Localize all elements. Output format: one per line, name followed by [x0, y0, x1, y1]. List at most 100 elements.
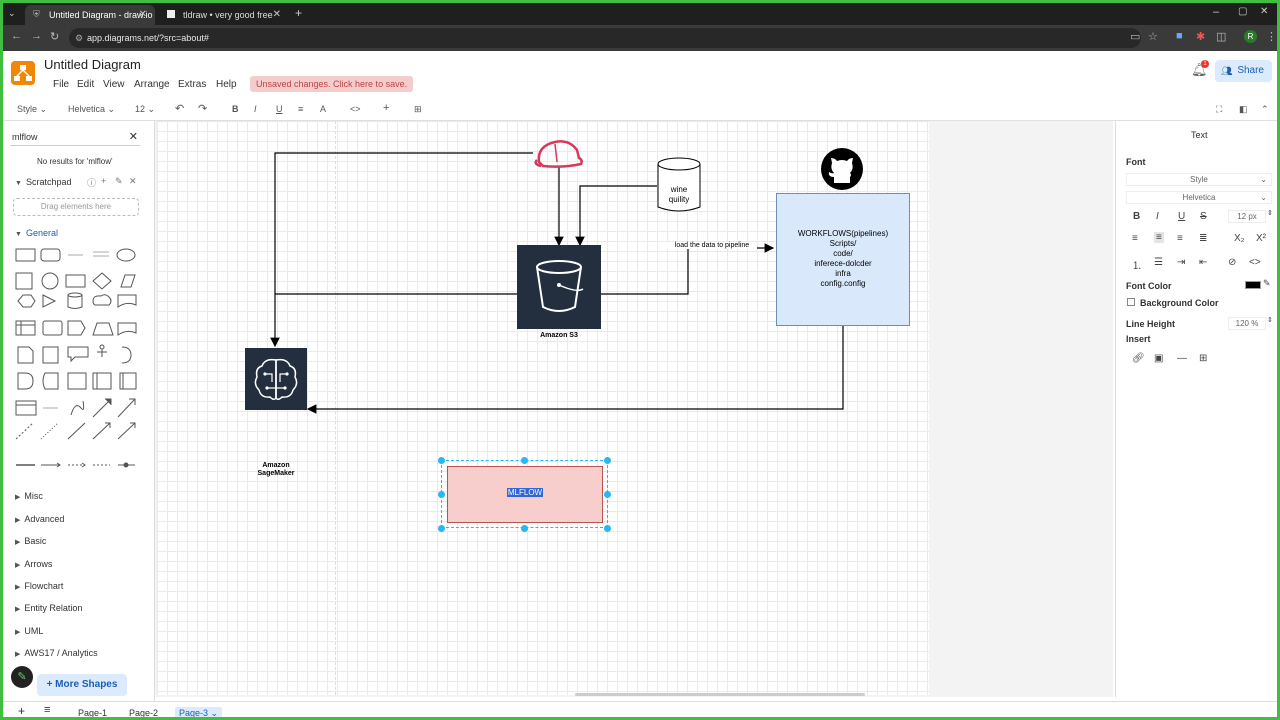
strikethrough-icon[interactable]: S	[1200, 211, 1207, 222]
page-tab-1[interactable]: Page-1	[78, 708, 108, 718]
add-icon[interactable]: +	[101, 176, 107, 186]
drawio-logo-icon[interactable]	[11, 61, 35, 85]
redo-icon[interactable]: ↷	[198, 103, 208, 115]
html-code-icon[interactable]: <>	[1249, 257, 1261, 268]
bold-icon[interactable]: B	[1133, 211, 1141, 222]
section-arrows[interactable]: ▶Arrows	[15, 559, 53, 569]
resize-handle[interactable]	[438, 491, 445, 498]
edit-pencil-icon[interactable]: ✎	[11, 666, 33, 688]
outdent-icon[interactable]: ⇤	[1199, 257, 1208, 268]
resize-handle[interactable]	[604, 525, 611, 532]
red-hat-icon[interactable]	[533, 136, 587, 170]
menu-edit[interactable]: Edit	[77, 79, 95, 90]
window-close-icon[interactable]: ✕	[1260, 6, 1269, 17]
scratchpad-header[interactable]: ▼Scratchpad	[15, 177, 72, 187]
minimize-icon[interactable]: –	[1213, 6, 1220, 18]
shape-search-input[interactable]: mlflow ✕	[10, 128, 140, 146]
background-color-checkbox[interactable]	[1127, 298, 1135, 306]
clear-format-icon[interactable]: ⊘	[1228, 257, 1237, 268]
align-icon[interactable]: ≡	[298, 104, 304, 114]
amazon-sagemaker-node[interactable]	[245, 348, 307, 410]
scratchpad-drop-area[interactable]: Drag elements here	[13, 198, 139, 216]
wine-quality-database[interactable]	[657, 157, 701, 215]
extension-icon[interactable]: ■	[1176, 30, 1183, 42]
insert-plus-icon[interactable]: +	[383, 102, 390, 114]
general-header[interactable]: ▼General	[15, 228, 58, 238]
format-panel-icon[interactable]: ◧	[1239, 104, 1248, 114]
edit-icon[interactable]: ✎	[115, 176, 123, 186]
bullet-list-icon[interactable]: ☰	[1154, 257, 1163, 268]
general-shape-palette[interactable]	[13, 243, 143, 473]
section-misc[interactable]: ▶Misc	[15, 491, 43, 501]
resize-handle[interactable]	[521, 525, 528, 532]
link-icon[interactable]: 🔗︎	[1132, 353, 1145, 364]
stepper-icon[interactable]: ⇕	[1267, 317, 1273, 324]
subscript-icon[interactable]: X₂	[1234, 233, 1245, 244]
stepper-icon[interactable]: ⇕	[1267, 210, 1273, 217]
table-icon[interactable]: ⊞	[414, 104, 422, 114]
share-button[interactable]: 👥︎ Share	[1215, 60, 1272, 82]
font-dropdown[interactable]: Helvetica ⌄	[68, 104, 116, 114]
numbered-list-icon[interactable]: ⒈	[1132, 261, 1142, 272]
menu-file[interactable]: File	[53, 79, 70, 90]
menu-extras[interactable]: Extras	[178, 79, 207, 90]
eyedropper-icon[interactable]: ✎	[1263, 278, 1271, 288]
section-basic[interactable]: ▶Basic	[15, 536, 47, 546]
canvas-area[interactable]: wine quility Amazon S3 WORKFLOWS(pipelin…	[155, 121, 1113, 697]
style-select[interactable]: Style⌄	[1126, 173, 1272, 186]
align-right-icon[interactable]: ≡	[1177, 233, 1183, 244]
html-code-icon[interactable]: <>	[350, 104, 361, 114]
section-advanced[interactable]: ▶Advanced	[15, 514, 65, 524]
resize-handle[interactable]	[438, 457, 445, 464]
resize-handle[interactable]	[438, 525, 445, 532]
indent-icon[interactable]: ⇥	[1177, 257, 1186, 268]
amazon-s3-node[interactable]	[517, 245, 601, 329]
align-left-icon[interactable]: ≡	[1132, 233, 1138, 244]
site-info-icon[interactable]: ⚙	[75, 33, 84, 43]
resize-handle[interactable]	[604, 457, 611, 464]
close-icon[interactable]: ✕	[129, 176, 137, 186]
font-family-select[interactable]: Helvetica⌄	[1126, 191, 1272, 204]
image-icon[interactable]: ▣	[1154, 353, 1164, 364]
extensions-puzzle-icon[interactable]: ◫	[1216, 31, 1227, 43]
section-uml[interactable]: ▶UML	[15, 626, 44, 636]
font-color-swatch[interactable]	[1245, 281, 1261, 289]
italic-icon[interactable]: I	[254, 104, 257, 114]
section-aws-analytics[interactable]: ▶AWS17 / Analytics	[15, 648, 98, 658]
extension-icon[interactable]: ✱	[1196, 31, 1206, 43]
fullscreen-icon[interactable]: ⛶	[1216, 104, 1223, 114]
add-page-icon[interactable]: +	[18, 704, 26, 718]
horizontal-rule-icon[interactable]: —	[1177, 353, 1187, 364]
pages-menu-icon[interactable]: ≡	[44, 704, 51, 716]
workflows-box[interactable]	[776, 193, 910, 326]
justify-icon[interactable]: ≣	[1199, 233, 1208, 244]
tab-search-icon[interactable]: ⌄	[8, 8, 16, 18]
github-icon[interactable]	[820, 147, 864, 191]
italic-icon[interactable]: I	[1156, 211, 1159, 222]
diagram-page[interactable]	[157, 121, 929, 695]
diagram-title[interactable]: Untitled Diagram	[44, 57, 141, 72]
undo-icon[interactable]: ↶	[175, 103, 185, 115]
tab-text[interactable]: Text	[1191, 130, 1208, 140]
menu-help[interactable]: Help	[216, 79, 237, 90]
page-tab-2[interactable]: Page-2	[129, 708, 159, 718]
bold-icon[interactable]: B	[232, 104, 239, 114]
style-dropdown[interactable]: Style ⌄	[17, 104, 48, 114]
new-tab-icon[interactable]: +	[295, 6, 303, 20]
align-center-icon[interactable]: ≡	[1154, 232, 1164, 243]
superscript-icon[interactable]: X²	[1256, 233, 1266, 244]
browser-menu-icon[interactable]: ⋮	[1266, 31, 1277, 43]
font-size-dropdown[interactable]: 12 ⌄	[135, 104, 156, 114]
mlflow-label[interactable]: MLFLOW	[506, 488, 544, 497]
resize-handle[interactable]	[604, 491, 611, 498]
back-icon[interactable]: ←	[11, 30, 22, 42]
clear-search-icon[interactable]: ✕	[128, 131, 138, 143]
unsaved-changes-button[interactable]: Unsaved changes. Click here to save.	[250, 76, 414, 92]
font-size-input[interactable]: 12 px	[1228, 210, 1266, 223]
horizontal-scrollbar[interactable]	[575, 693, 865, 696]
font-color-icon[interactable]: A	[320, 104, 327, 114]
table-icon[interactable]: ⊞	[1199, 353, 1208, 364]
help-icon[interactable]: ⓘ	[87, 178, 97, 188]
edge-label[interactable]: load the data to pipeline	[667, 242, 757, 249]
address-bar[interactable]: ⚙ app.diagrams.net/?src=about#	[69, 28, 1141, 48]
